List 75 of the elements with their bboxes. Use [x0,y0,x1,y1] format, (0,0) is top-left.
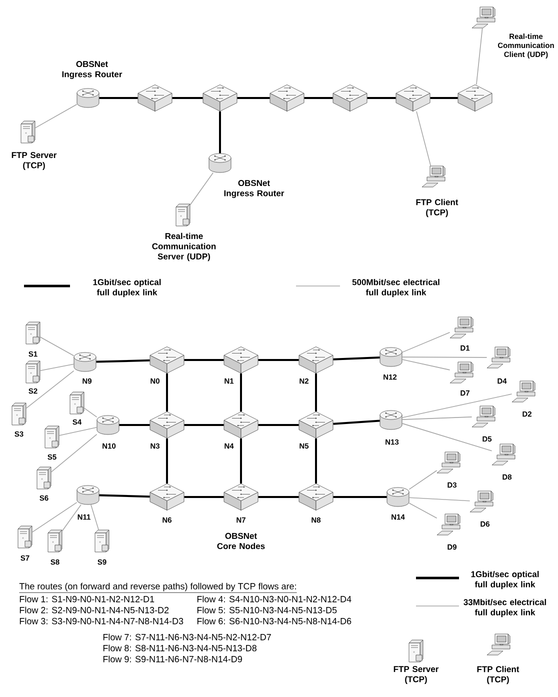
link-line [258,424,299,426]
legend-label: 33Mbit/sec electrical full duplex link [464,598,546,618]
link-line [172,97,203,99]
link-line [315,438,317,484]
link-line [408,497,470,502]
link-line [166,373,168,412]
link-line [333,496,387,498]
link-line [190,172,214,206]
link-line [402,423,492,452]
link-line [119,424,150,426]
legend-label: FTP Client (TCP) [477,666,520,684]
link-line [96,359,150,363]
device-label: Real-time Communication Server (UDP) [152,232,216,262]
switch-icon [202,84,238,112]
link-line [99,494,150,498]
link-line [402,416,472,420]
link-line [408,502,438,519]
link-line [184,359,224,361]
switch-icon [332,84,368,112]
link-line [84,408,98,418]
route-text: Flow 5: S5-N10-N3-N4-N5-N13-D5 [197,606,337,614]
link-line [166,438,168,484]
link-line [315,373,317,412]
legend-label: 1Gbit/sec optical full duplex link [471,570,539,590]
link-line [402,332,450,353]
link-line [58,427,98,436]
route-text: Flow 3: S3-N9-N0-N1-N4-N7-N8-N14-D3 [20,618,184,624]
link-line [333,420,380,425]
link-line [99,97,138,99]
link-line [430,97,458,99]
route-text: Flow 8: S8-N11-N6-N3-N4-N5-N13-D8 [103,644,256,652]
switch-icon [138,84,172,112]
link-line [367,97,396,99]
legend-label: 1Gbit/sec optical full duplex link [93,278,161,298]
switch-icon [270,84,304,112]
link-line [476,28,483,85]
switch-icon [396,84,430,112]
link-line [184,496,224,498]
link-line [219,111,221,154]
link-line [240,438,242,484]
route-text: Flow 7: S7-N11-N6-N3-N4-N5-N2-N12-D7 [103,634,271,640]
link-line [90,504,99,530]
legend-label: FTP Server (TCP) [394,666,439,684]
routes-heading: The routes (on forward and reverse paths) followed by TCP flows are: [19,582,298,593]
link-line [237,97,270,99]
link-line [62,504,82,532]
link-line [240,373,242,412]
link-line [40,336,74,356]
link-line [402,356,488,358]
route-text: Flow 9: S9-N11-N6-N7-N8-N14-D9 [103,656,242,662]
route-text: Flow 2: S2-N9-N0-N1-N4-N5-N13-D2 [20,606,169,614]
route-text: Flow 1: S1-N9-N0-N1-N2-N12-D1 [20,596,154,602]
link-line [402,359,450,370]
link-line [402,394,512,418]
group-label: OBSNet Core Nodes [217,532,265,550]
link-line [304,97,333,99]
device-label: FTP Server (TCP) [12,152,57,170]
route-text: Flow 6: S6-N10-N3-N4-N5-N8-N14-D6 [197,618,352,624]
link-line [26,370,74,409]
device-label: OBSNet Ingress Router [224,180,284,198]
switch-icon [458,84,492,112]
legend-label: 500Mbit/sec electrical full duplex link [352,278,440,298]
link-line [32,502,78,533]
device-label: OBSNet Ingress Router [62,61,122,79]
device-label: FTP Client (TCP) [416,198,458,218]
link-line [34,104,78,128]
link-line [40,364,74,372]
link-line [416,111,432,166]
link-line [258,496,299,498]
link-line [258,359,299,361]
route-text: Flow 4: S4-N10-N3-N0-N1-N2-N12-D4 [197,596,352,602]
link-line [184,424,224,426]
link-line [50,434,98,472]
link-line [408,470,438,490]
link-line [333,356,380,360]
